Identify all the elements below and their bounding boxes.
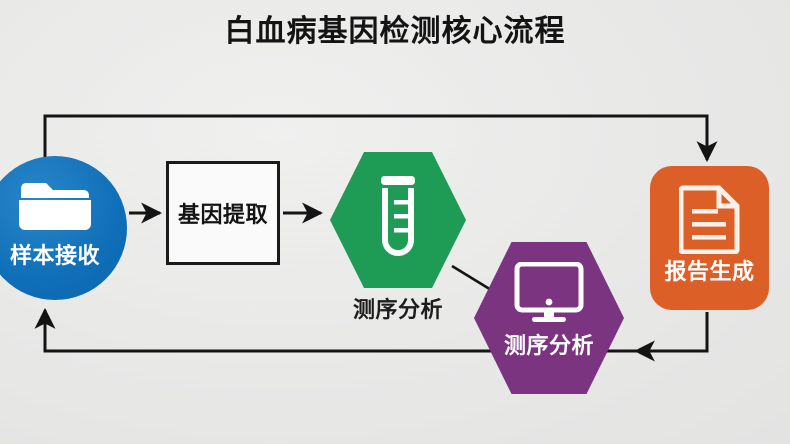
test-tube-icon [372,176,424,267]
node-extract-shape [166,161,280,265]
node-analysis-label: 测序分析 [503,333,594,358]
node-sample-receiving[interactable]: 样本接收 [0,156,127,300]
node-sample-label: 样本接收 [9,243,100,268]
edge-bottom-bus [34,307,707,353]
page-title: 白血病基因检测核心流程 [224,15,566,48]
folder-icon [18,178,92,239]
node-sequencing[interactable]: 测序分析 [330,152,466,322]
node-report-generation[interactable]: 报告生成 [650,166,769,310]
document-icon [678,184,741,259]
monitor-icon [514,261,584,329]
edge-report-to-analysis [633,312,709,362]
node-extract-label: 基因提取 [177,202,268,227]
node-analysis[interactable]: 测序分析 [474,242,624,394]
node-report-label: 报告生成 [664,259,755,284]
node-sequencing-label: 测序分析 [352,297,443,322]
node-gene-extraction[interactable]: 基因提取 [166,161,280,265]
